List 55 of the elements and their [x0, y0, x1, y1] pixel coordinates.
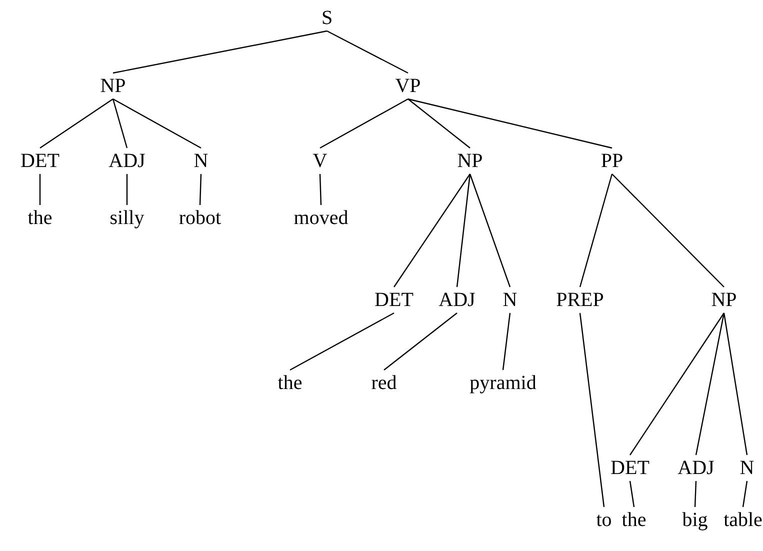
tree-node-label: the: [26, 205, 54, 231]
tree-node-label: silly: [108, 205, 146, 231]
tree-node-label: N: [738, 455, 756, 481]
tree-node-label: big: [681, 507, 709, 533]
tree-node-label: N: [192, 148, 210, 174]
tree-branch: [579, 312, 605, 508]
tree-node-label: DET: [20, 148, 60, 174]
tree-branch: [199, 174, 202, 206]
tree-node-label: red: [370, 370, 398, 396]
tree-node-label: to: [595, 507, 613, 533]
tree-node-label: N: [502, 287, 518, 313]
tree-node-label: ADJ: [108, 148, 146, 174]
tree-node-label: V: [312, 148, 328, 174]
tree-node-label: NP: [99, 73, 127, 99]
tree-branch: [695, 312, 725, 456]
tree-node-label: robot: [178, 205, 222, 231]
tree-branch: [408, 98, 612, 149]
tree-branch: [612, 174, 724, 288]
tree-branch: [384, 312, 458, 370]
tree-branch: [40, 98, 114, 148]
tree-branch: [694, 480, 697, 508]
tree-node-label: S: [320, 5, 334, 31]
tree-branch: [112, 98, 128, 148]
tree-branch: [469, 174, 511, 288]
tree-branch: [723, 312, 748, 456]
tree-branch: [320, 98, 408, 149]
tree-node-label: pyramid: [468, 370, 538, 396]
tree-branch: [394, 174, 470, 288]
tree-node-label: ADJ: [438, 287, 476, 313]
tree-branch: [290, 312, 394, 371]
tree-node-label: ADJ: [676, 455, 716, 481]
tree-branch: [579, 174, 613, 288]
tree-node-label: moved: [292, 205, 350, 231]
tree-node-label: PP: [600, 148, 624, 174]
tree-branch: [112, 98, 202, 149]
tree-branch: [39, 174, 41, 205]
tree-branch: [319, 174, 322, 206]
tree-node-label: the: [276, 370, 304, 396]
tree-branch: [742, 480, 748, 508]
tree-branch: [630, 312, 724, 456]
tree-node-label: table: [722, 507, 763, 533]
tree-node-label: NP: [456, 148, 484, 174]
tree-node-label: VP: [394, 73, 422, 99]
tree-node-label: the: [620, 507, 648, 533]
tree-branch: [408, 98, 470, 148]
tree-branch: [502, 312, 511, 370]
tree-branch: [629, 480, 635, 508]
tree-branch: [456, 174, 471, 288]
tree-node-label: NP: [710, 287, 738, 313]
tree-branch: [326, 30, 408, 74]
tree-node-label: DET: [374, 287, 414, 313]
tree-node-label: PREP: [555, 287, 605, 313]
tree-branch: [112, 30, 328, 74]
tree-node-label: DET: [610, 455, 650, 481]
tree-branch: [126, 174, 128, 205]
